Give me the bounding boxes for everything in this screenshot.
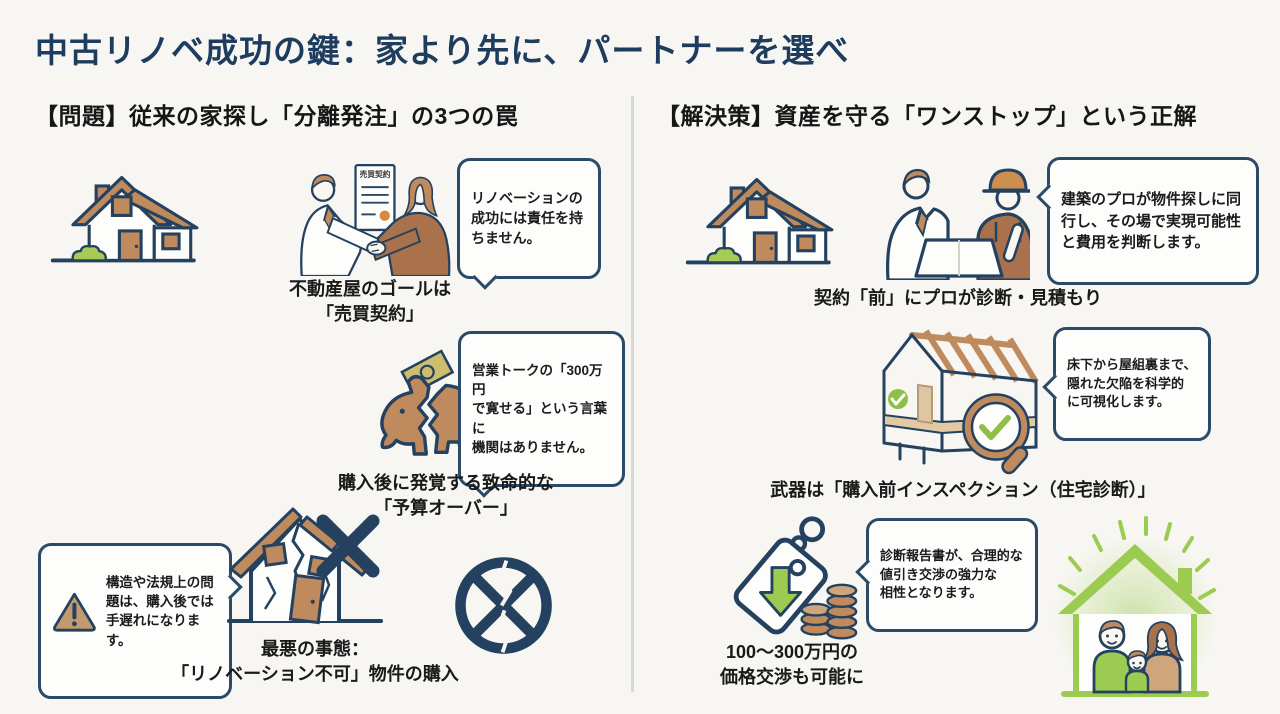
item-caption: 最悪の事態： 「リノベーション不可」物件の購入 [171,639,459,685]
coins-icon [800,583,858,640]
professionals-blueprint-icon [886,168,1030,280]
bubble-text: 営業トークの「300万円 で寛せる」という言葉に 機関はありません。 [472,363,607,455]
house-icon [685,177,834,265]
speech-bubble: 営業トークの「300万円 で寛せる」という言葉に 機関はありません。 [458,331,625,498]
column-divider [631,96,634,692]
bubble-text: リノベーションの 成功には責任を持 ちません。 [471,189,583,246]
problem-column-header: 【問題】従来の家探し「分離発注」の3つの罠 [35,103,519,129]
item-caption: 100〜300万円の 価格交渉も可能に [720,642,864,688]
item-caption: 不動産屋のゴールは 「売買契約」 [289,279,451,325]
warning-triangle-icon [53,593,96,633]
magnifier-check-icon [962,393,1030,475]
page-title: 中古リノベ成功の鍵：家より先に、パートナーを選べ [35,32,850,69]
bubble-text: 構造や法規上の問 題は、購入後では 手遅れになります。 [105,575,214,648]
price-tag-down-icon [733,516,858,640]
bubble-text: 診断報告書が、合理的な 値引き交渉の強力な 相性となります。 [880,548,1023,601]
hard-hat-icon [988,168,1028,192]
bubble-text: 床下から屋組裏まで、 隠れた欠陥を科学的 に可視化します。 [1067,357,1197,410]
bubble-tail [1036,184,1062,210]
speech-bubble: 構造や法規上の問 題は、購入後では 手遅れになります。 [38,543,243,700]
speech-bubble: 床下から屋組裏まで、 隠れた欠陥を科学的 に可視化します。 [1042,327,1211,442]
speech-bubble: リノベーションの 成功には責任を持 ちません。 [457,158,601,291]
sun-rays-icon [1058,516,1216,600]
family-home-icon [1053,516,1217,700]
no-renovation-icon [455,557,552,654]
down-arrow-icon [759,566,803,617]
solution-column-header: 【解決策】資産を守る「ワンストップ」という正解 [657,103,1198,129]
cracked-house-icon [227,507,383,625]
speech-bubble: 建築のプロが物件探しに同 行し、その場で実現可能性 と費用を判断します。 [1036,157,1259,286]
bubble-text: 建築のプロが物件探しに同 行し、その場で実現可能性 と費用を判断します。 [1061,191,1242,251]
house-frame-inspection-icon [882,329,1039,475]
item-caption: 契約「前」にプロが診断・見積もり [814,288,1102,308]
handshake-contract-icon: 売買契約 [300,163,451,276]
contract-doc-label: 売買契約 [358,169,390,179]
item-caption: 武器は「購入前インスペクション（住宅診断）」 [770,480,1156,500]
house-icon [50,175,199,263]
speech-bubble: 診断報告書が、合理的な 値引き交渉の強力な 相性となります。 [855,518,1038,633]
item-caption: 購入後に発覚する致命的な 「予算オーバー」 [338,473,554,519]
